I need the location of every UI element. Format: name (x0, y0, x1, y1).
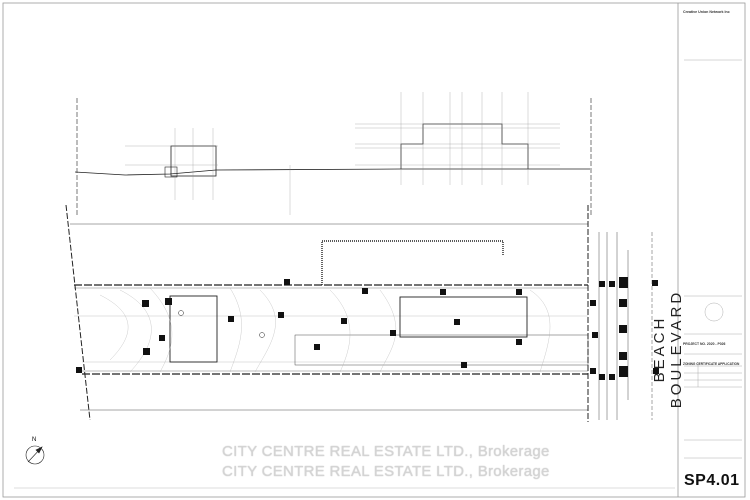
plan-small-building (169, 295, 218, 363)
neighbour-wall (321, 240, 504, 285)
title-block-graphics (684, 59, 742, 459)
company-name: Creative Union Network Inc (683, 10, 730, 14)
north-arrow-icon (25, 445, 45, 465)
survey-markers (76, 277, 659, 380)
street-label: BEACH BOULEVARD (651, 289, 685, 409)
seal-circle (704, 302, 724, 322)
plan-main-building (399, 296, 528, 338)
site-plan (65, 204, 659, 422)
elevation-main-building (400, 123, 529, 169)
watermark-line-2: CITY CENTRE REAL ESTATE LTD., Brokerage (222, 463, 550, 480)
drawing-type: ZONING CERTIFICATE APPLICATION (683, 362, 740, 366)
north-label: N (32, 437, 36, 443)
title-block: Creative Union Network Inc PROJECT NO. 2… (680, 4, 744, 496)
project-number: PROJECT NO. 2020 - P026 (683, 342, 726, 346)
elevation-small-building (170, 145, 217, 177)
site-elevation (74, 92, 592, 215)
watermark-line-1: CITY CENTRE REAL ESTATE LTD., Brokerage (222, 443, 550, 460)
sheet-number: SP4.01 (684, 472, 740, 489)
property-line-west (65, 204, 91, 421)
